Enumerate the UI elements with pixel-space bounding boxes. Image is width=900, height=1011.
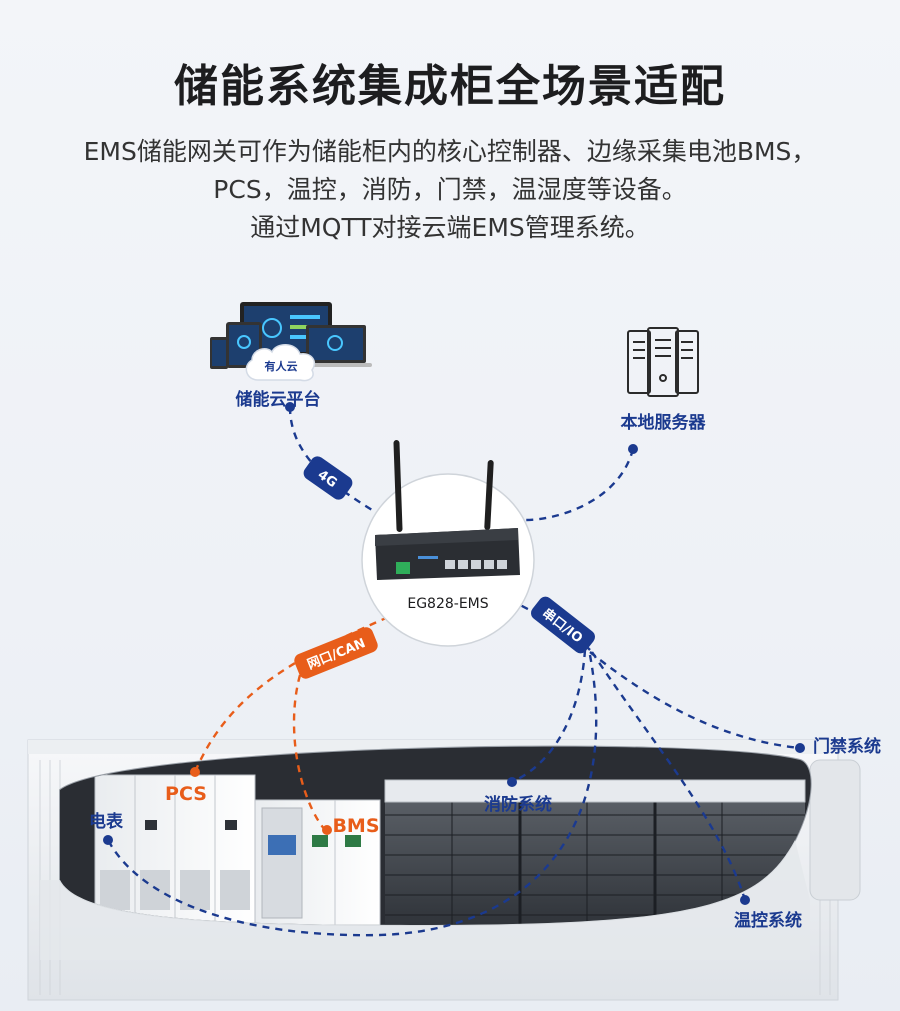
line-server: [524, 448, 635, 522]
gateway: EG828-EMS: [361, 440, 535, 647]
server-icon: [627, 327, 699, 397]
local-server: 本地服务器: [621, 327, 707, 433]
desc-line-1: EMS储能网关可作为储能柜内的核心控制器、边缘采集电池BMS，: [83, 137, 817, 166]
cloud-platform: 有人云 储能云平台: [210, 302, 372, 410]
cloud-label: 有人云: [265, 359, 298, 373]
antenna-left-icon: [393, 440, 403, 532]
meter-label: 电表: [89, 811, 124, 832]
line-meter: [106, 654, 598, 937]
endpoint-dots: [103, 402, 805, 905]
platform-label: 储能云平台: [236, 389, 321, 410]
line-platform: [288, 406, 381, 517]
door-label: 门禁系统: [813, 736, 881, 757]
line-fire: [511, 649, 587, 784]
desc-line-2: PCS，温控，消防，门禁，温湿度等设备。: [213, 175, 687, 204]
cloud-icon: [245, 344, 316, 382]
router-icon: [375, 528, 520, 580]
antenna-right-icon: [484, 460, 494, 530]
container: [27, 739, 861, 1001]
pcs-label: PCS: [165, 783, 207, 805]
tag-serial-io: 串口/IO: [531, 596, 595, 654]
page-title: 储能系统集成柜全场景适配: [174, 61, 726, 112]
thermal-label: 温控系统: [734, 910, 802, 931]
server-label: 本地服务器: [621, 412, 707, 433]
bms-label: BMS: [332, 815, 379, 837]
line-thermal: [590, 651, 747, 901]
fire-label: 消防系统: [484, 794, 552, 815]
line-bms: [292, 674, 326, 831]
tag-network-can: 网口/CAN: [294, 627, 378, 679]
description: EMS储能网关可作为储能柜内的核心控制器、边缘采集电池BMS， PCS，温控，消…: [0, 133, 900, 247]
tag-4g: 4G: [303, 456, 353, 500]
gateway-label: EG828-EMS: [407, 596, 488, 612]
desc-line-3: 通过MQTT对接云端EMS管理系统。: [250, 213, 650, 242]
line-door: [589, 651, 801, 750]
